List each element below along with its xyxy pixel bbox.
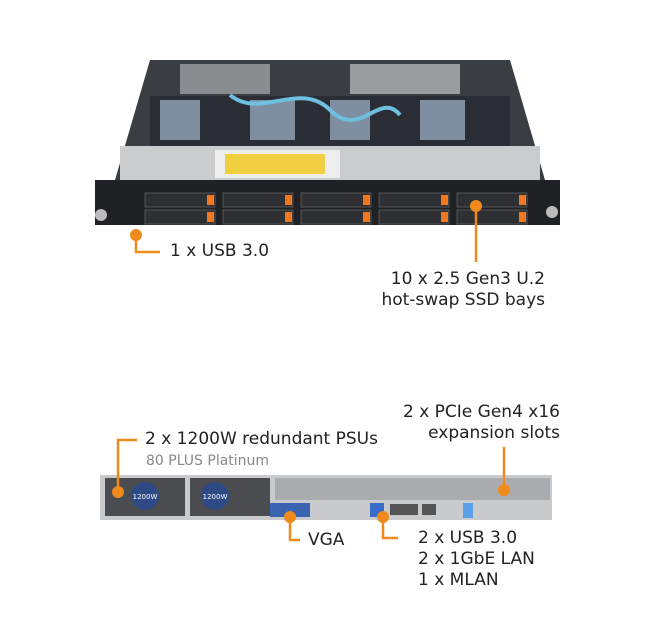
ssd-bay xyxy=(222,192,294,208)
psu-badge-2: 1200W xyxy=(203,493,228,501)
io-label-line1: 2 x USB 3.0 xyxy=(418,528,518,548)
ssd-bay xyxy=(222,209,294,225)
rear-server-image xyxy=(100,475,552,520)
ssd-bay-latch xyxy=(285,195,292,205)
pcie-callout xyxy=(498,447,510,496)
ssd-bay-latch xyxy=(519,195,526,205)
ssd-bay xyxy=(456,209,528,225)
psu-callout xyxy=(112,438,137,498)
ssd-bay xyxy=(144,192,216,208)
ssd-bay xyxy=(144,209,216,225)
ssd-label-line2: hot-swap SSD bays xyxy=(381,290,545,310)
usb-front-callout xyxy=(130,229,160,254)
ssd-bay-latch xyxy=(441,195,448,205)
ssd-bay-latch xyxy=(519,212,526,222)
ssd-bay xyxy=(300,192,372,208)
ssd-bay-latch xyxy=(207,195,214,205)
ssd-bay xyxy=(300,209,372,225)
io-label-line2: 2 x 1GbE LAN xyxy=(418,549,535,569)
io-callout xyxy=(377,511,398,540)
pcie-label-line2: expansion slots xyxy=(428,423,560,443)
ssd-bay xyxy=(378,192,450,208)
ssd-bay-latch xyxy=(363,195,370,205)
front-server-image xyxy=(95,60,560,225)
pcie-label-line1: 2 x PCIe Gen4 x16 xyxy=(402,402,560,422)
ssd-bay xyxy=(456,192,528,208)
ssd-bay xyxy=(378,209,450,225)
ssd-callout xyxy=(470,200,482,262)
io-label-line3: 1 x MLAN xyxy=(418,570,499,590)
ssd-bay-latch xyxy=(363,212,370,222)
ssd-bay-latch xyxy=(285,212,292,222)
usb-front-label: 1 x USB 3.0 xyxy=(170,241,270,261)
ssd-bay-latch xyxy=(441,212,448,222)
psu-badge-1: 1200W xyxy=(133,493,158,501)
psu-label: 2 x 1200W redundant PSUs xyxy=(145,429,378,449)
vga-callout xyxy=(284,511,300,542)
ssd-label-line1: 10 x 2.5 Gen3 U.2 xyxy=(390,269,545,289)
vga-label: VGA xyxy=(308,530,345,550)
psu-sublabel: 80 PLUS Platinum xyxy=(146,453,270,469)
ssd-bay-latch xyxy=(207,212,214,222)
